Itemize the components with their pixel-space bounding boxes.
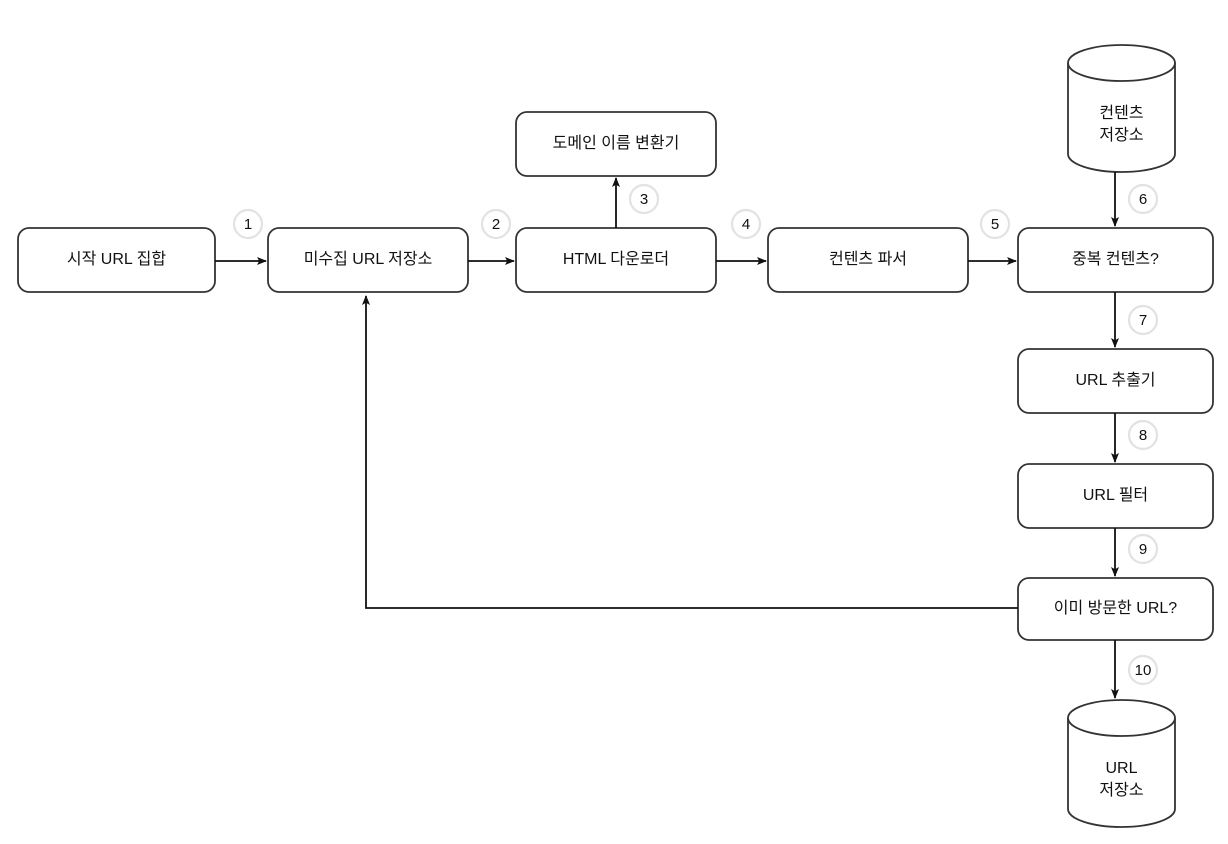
badge-ring-2	[480, 208, 512, 240]
node-content-parser[interactable]	[767, 227, 969, 293]
badge-ring-7	[1127, 304, 1159, 336]
badge-ring-5	[979, 208, 1011, 240]
node-url-filter[interactable]	[1017, 463, 1214, 529]
node-dns-resolver[interactable]	[515, 111, 717, 177]
badge-ring-4	[730, 208, 762, 240]
badge-ring-10	[1127, 654, 1159, 686]
node-dup-content[interactable]	[1017, 227, 1214, 293]
badge-ring-3	[628, 183, 660, 215]
badge-ring-9	[1127, 533, 1159, 565]
node-seed-urls[interactable]	[17, 227, 216, 293]
node-url-storage[interactable]	[1067, 699, 1176, 828]
node-url-frontier[interactable]	[267, 227, 469, 293]
badge-ring-1	[232, 208, 264, 240]
node-url-extractor[interactable]	[1017, 348, 1214, 414]
node-url-visited[interactable]	[1017, 577, 1214, 641]
node-html-downloader[interactable]	[515, 227, 717, 293]
badge-ring-6	[1127, 183, 1159, 215]
badge-ring-8	[1127, 419, 1159, 451]
edge-feedback	[362, 295, 1018, 609]
node-content-storage[interactable]	[1067, 44, 1176, 173]
